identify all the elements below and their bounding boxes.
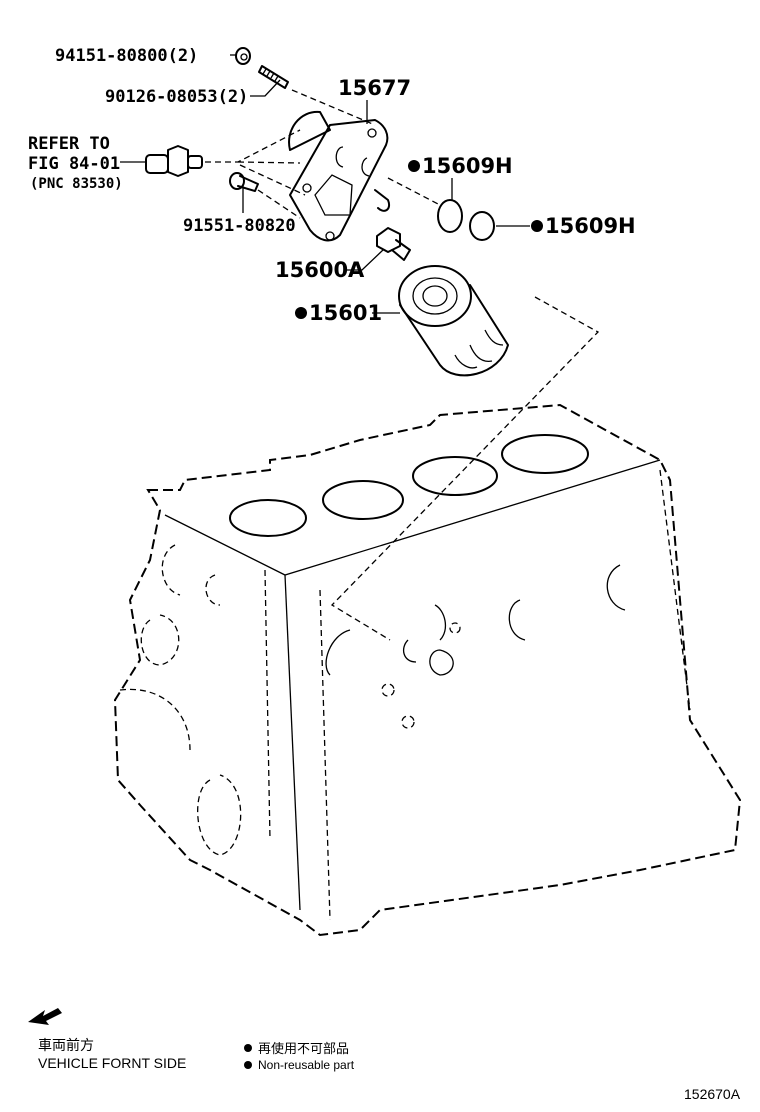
callout-bracket[interactable]: 15677	[338, 76, 411, 100]
nut-part	[235, 47, 251, 65]
direction-en: VEHICLE FORNT SIDE	[38, 1055, 186, 1071]
callout-filter[interactable]: 15601	[309, 301, 382, 325]
callout-stud[interactable]: 90126-08053(2)	[105, 87, 248, 107]
o-ring-upper	[437, 199, 463, 233]
oil-filter	[398, 265, 509, 377]
non-reusable-marker-icon	[295, 307, 307, 319]
callout-bolt[interactable]: 91551-80820	[183, 216, 296, 236]
non-reusable-marker-icon	[408, 160, 420, 172]
non-reusable-marker-icon	[244, 1061, 252, 1069]
refer-line-3: (PNC 83530)	[30, 176, 123, 192]
engine-block	[113, 403, 742, 937]
callout-oring-upper[interactable]: 15609H	[422, 154, 513, 178]
callout-nut[interactable]: 94151-80800(2)	[55, 46, 198, 66]
o-ring-lower	[469, 211, 495, 241]
figure-id: 152670A	[684, 1086, 741, 1102]
refer-line-2[interactable]: FIG 84-01	[28, 154, 120, 174]
bolt-part	[229, 172, 259, 192]
legend-jp: 再使用不可部品	[258, 1041, 349, 1056]
non-reusable-marker-icon	[531, 220, 543, 232]
non-reusable-marker-icon	[244, 1044, 252, 1052]
stud-part	[258, 65, 289, 89]
callout-oring-lower[interactable]: 15609H	[545, 214, 636, 238]
arrow-down-left-icon	[28, 1008, 62, 1025]
legend-en: Non-reusable part	[258, 1058, 355, 1072]
direction-jp: 車両前方	[38, 1037, 94, 1053]
union-bolt	[376, 227, 411, 261]
oil-filter-bracket	[288, 110, 390, 242]
refer-line-1: REFER TO	[28, 134, 110, 154]
oil-pressure-switch	[145, 145, 203, 177]
